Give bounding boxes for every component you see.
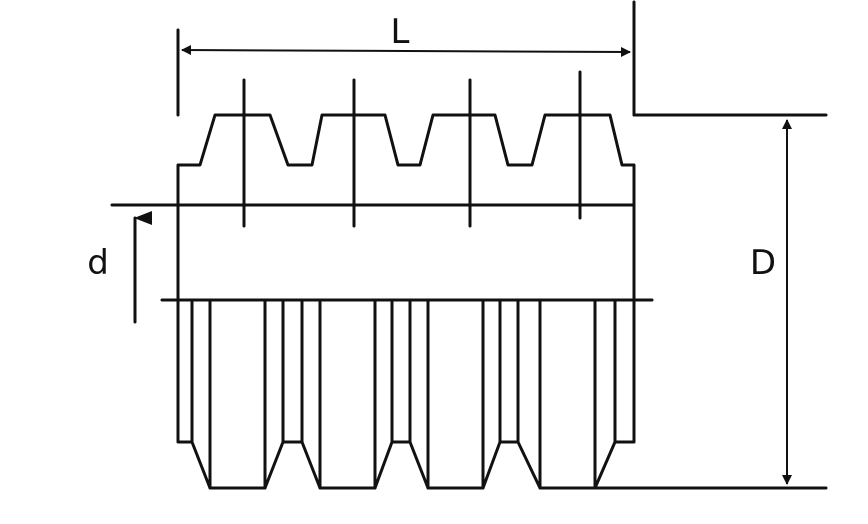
length-dimension: L xyxy=(176,0,636,117)
bore-outline xyxy=(110,203,654,302)
length-dimension-line xyxy=(181,45,631,57)
inner-diameter-dimension: d xyxy=(87,211,152,324)
outer-diameter-dimension: D xyxy=(750,119,792,485)
thread-outline-bottom xyxy=(176,298,636,490)
thread-section-hatch xyxy=(176,113,636,207)
sectioned-thread-profile xyxy=(176,70,636,228)
inner-diameter-label: d xyxy=(87,243,109,283)
length-label: L xyxy=(391,12,410,52)
external-thread-view xyxy=(176,298,636,490)
outer-diameter-label: D xyxy=(750,243,776,283)
